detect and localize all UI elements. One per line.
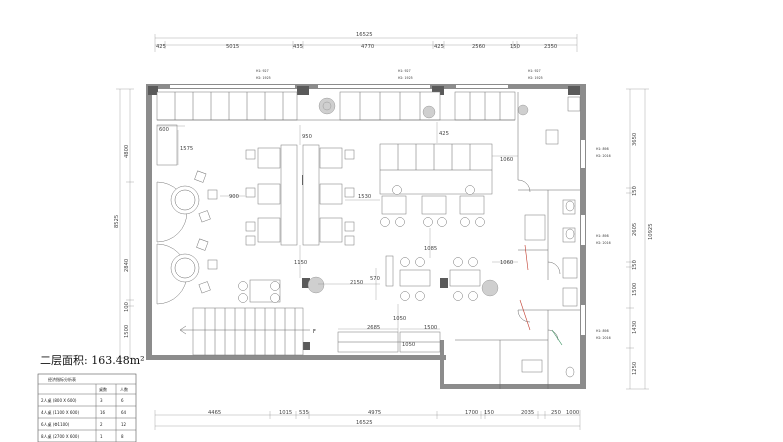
dim-left-1: 2840	[124, 259, 130, 272]
dim-int-15: 1050	[402, 342, 415, 348]
dim-right-5: 1430	[632, 321, 638, 334]
dim-bottom-6: 2035	[521, 410, 534, 416]
h1-right-2: H1: 898	[596, 234, 609, 238]
dim-int-9: 1150	[294, 260, 307, 266]
dim-bottom-2: 535	[299, 410, 309, 416]
table-title: 经济指标分析表	[48, 376, 76, 382]
table-row-3-people: 8	[121, 434, 124, 439]
dim-left-2: 100	[124, 302, 130, 312]
dim-top-4: 425	[434, 44, 444, 50]
h2-right-2: H2: 2016	[596, 241, 611, 245]
restroom-area	[455, 92, 581, 389]
dim-bottom-1: 1015	[279, 410, 292, 416]
table-row-1-type: 4人桌 (1100 X 600)	[41, 409, 79, 415]
dim-top-5: 2560	[472, 44, 485, 50]
central-booth	[379, 143, 493, 301]
dim-top-1: 5015	[226, 44, 239, 50]
dim-bottom-3: 4975	[368, 410, 381, 416]
dim-int-14: 1500	[424, 325, 437, 331]
dim-top-3: 4770	[361, 44, 374, 50]
dim-right-6: 1250	[632, 362, 638, 375]
dim-left-3: 1500	[124, 325, 130, 338]
interior-dimensions: 600 1575 950 425 1060 900 1530 1060 1085…	[157, 122, 518, 348]
dim-int-13: 2685	[367, 325, 380, 331]
dim-int-1: 1575	[180, 146, 193, 152]
table-row-1-count: 16	[100, 410, 106, 415]
bottom-dimensions: 4465 1015 535 4975 1700 150 2035 250 100…	[154, 410, 581, 430]
h1-top-2: H1: 927	[398, 69, 411, 73]
dining-tables-left	[238, 144, 355, 303]
table-header-people: 人数	[120, 386, 128, 392]
h1-right-3: H1: 898	[596, 329, 609, 333]
stair-direction-label: F	[313, 329, 316, 335]
height-markers-right: H1: 898 H2: 2016 H1: 898 H2: 2016 H1: 89…	[596, 147, 611, 340]
dim-right-1: 150	[632, 186, 638, 196]
table-row-0-people: 6	[121, 398, 124, 403]
dim-total-bottom: 16525	[356, 420, 373, 426]
dim-total-top: 16525	[356, 32, 373, 38]
dim-int-3: 425	[439, 131, 449, 137]
table-row-2-count: 2	[100, 422, 103, 427]
h1-right-1: H1: 898	[596, 147, 609, 151]
dim-int-8: 1085	[424, 246, 437, 252]
plant-decor	[307, 97, 529, 297]
dim-right-3: 150	[632, 260, 638, 270]
dim-bottom-0: 4465	[208, 410, 221, 416]
table-header-count: 桌数	[99, 386, 107, 392]
right-dimensions: 10925 3650 150 2605 150 1500 1430 1250	[626, 88, 654, 390]
dim-int-11: 570	[370, 276, 380, 282]
h1-top-3: H1: 927	[528, 69, 541, 73]
dim-bottom-8: 1000	[566, 410, 579, 416]
dim-int-12: 1050	[393, 316, 406, 322]
table-row-0-count: 3	[100, 398, 103, 403]
table-row-3-type: 8人桌 (2700 X 600)	[41, 433, 79, 439]
dim-int-6: 1530	[358, 194, 371, 200]
dim-int-4: 1060	[500, 157, 513, 163]
dim-int-10: 2150	[350, 280, 363, 286]
h2-right-3: H2: 2016	[596, 336, 611, 340]
dim-top-0: 425	[156, 44, 166, 50]
staircase: F	[179, 307, 316, 356]
height-markers-top: H1: 927 H2: 1925 H1: 927 H2: 1925 H1: 92…	[256, 69, 543, 80]
dim-right-4: 1500	[632, 283, 638, 296]
dim-int-7: 1060	[500, 260, 513, 266]
dim-right-0: 3650	[632, 133, 638, 146]
indicator-table: 经济指标分析表 桌数 人数 2人桌 (800 X 600) 3 6 4人桌 (1…	[37, 373, 137, 442]
dim-bottom-4: 1700	[465, 410, 478, 416]
dim-top-7: 2350	[544, 44, 557, 50]
dim-int-0: 600	[159, 127, 169, 133]
table-row-3-count: 1	[100, 434, 103, 439]
left-dimensions: 8525 4800 2840 100 1500	[114, 88, 134, 359]
h2-top-3: H2: 1925	[528, 76, 543, 80]
dim-int-2: 950	[302, 134, 312, 140]
dim-int-5: 900	[229, 194, 239, 200]
dim-right-2: 2605	[632, 223, 638, 236]
h2-top-2: H2: 1925	[398, 76, 413, 80]
table-row-2-type: 6人桌 (Φ1100)	[41, 421, 70, 427]
service-counter	[337, 331, 441, 353]
h2-top-1: H2: 1925	[256, 76, 271, 80]
booth-seats-top	[156, 91, 516, 121]
dim-top-6: 150	[510, 44, 520, 50]
table-row-0-type: 2人桌 (800 X 600)	[41, 397, 77, 403]
dim-right-total: 10925	[648, 223, 654, 240]
top-dimensions: 16525 425 5015 435 4770 425 2560 150 235…	[154, 32, 578, 52]
outer-walls	[146, 84, 586, 389]
floor-area-label: 二层面积: 163.48m²	[40, 354, 145, 367]
dim-left-0: 4800	[124, 145, 130, 158]
dim-bottom-5: 150	[484, 410, 494, 416]
table-row-1-people: 64	[121, 410, 127, 415]
dim-top-2: 435	[293, 44, 303, 50]
table-row-2-people: 12	[121, 422, 127, 427]
h1-top-1: H1: 927	[256, 69, 269, 73]
h2-right-1: H2: 2016	[596, 154, 611, 158]
dim-bottom-7: 250	[551, 410, 561, 416]
round-booths	[156, 124, 218, 305]
dim-left-total: 8525	[114, 215, 120, 228]
